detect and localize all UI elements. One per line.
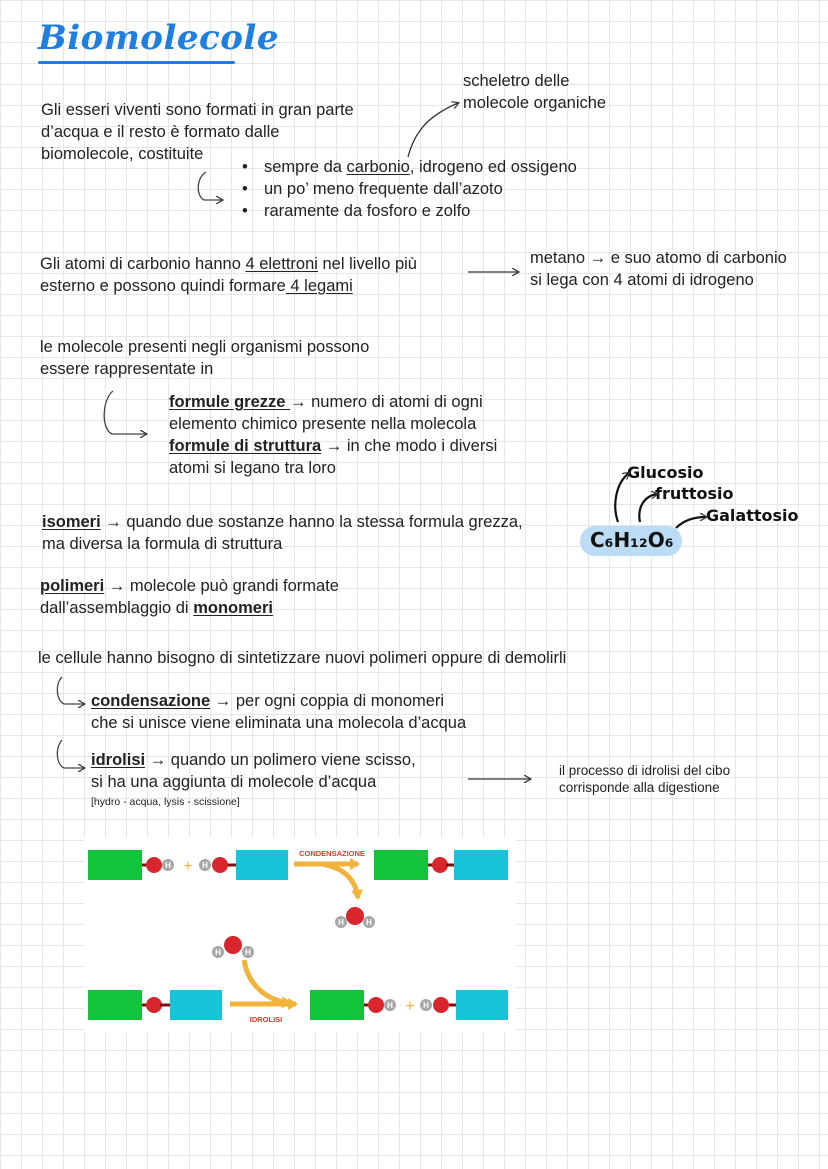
- svg-text:H: H: [366, 918, 372, 927]
- sugar-glucose: Glucosio: [627, 463, 704, 482]
- intro-line: biomolecole, costituite: [41, 145, 204, 163]
- list-item: raramente da fosforo e zolfo: [240, 200, 577, 222]
- oxygen-atom: [432, 857, 448, 873]
- sugar-galactose: Galattosio: [706, 506, 799, 525]
- oxygen-atom: [146, 997, 162, 1013]
- monomer-cyan: [236, 850, 288, 880]
- hydrolysis-term: idrolisi: [91, 751, 146, 769]
- electrons-term: 4 elettroni: [245, 255, 318, 273]
- oxygen-atom: [368, 997, 384, 1013]
- svg-text:H: H: [423, 1001, 429, 1010]
- skeleton-arrow: [407, 103, 458, 158]
- svg-text:H: H: [245, 948, 251, 957]
- monomers-term: monomeri: [193, 599, 273, 617]
- monomer-green: [374, 850, 428, 880]
- monomer-green: [88, 850, 142, 880]
- svg-text:H: H: [338, 918, 344, 927]
- monomer-cyan: [456, 990, 508, 1020]
- monomer-cyan: [454, 850, 508, 880]
- galactose-arrow: [675, 517, 706, 529]
- isomers-term: isomeri: [42, 513, 101, 531]
- intro-line: d’acqua e il resto è formato dalle: [41, 123, 280, 141]
- oxygen-atom: [346, 907, 364, 925]
- methane-note: metano → e suo atomo di carbonio si lega…: [530, 249, 787, 289]
- oxygen-atom: [224, 936, 242, 954]
- svg-text:+: +: [183, 858, 192, 875]
- processes-intro: le cellule hanno bisogno di sintetizzare…: [38, 649, 567, 667]
- svg-text:H: H: [387, 1001, 393, 1010]
- hydrogen-atom: [162, 859, 174, 871]
- hydrogen-atom: [363, 916, 375, 928]
- sugar-fructose: fruttosio: [655, 484, 734, 503]
- element-list: sempre da carbonio, idrogeno ed ossigeno…: [240, 156, 577, 222]
- hydrogen-atom: [212, 946, 224, 958]
- bonds-term: 4 legami: [285, 277, 353, 295]
- note-line: molecole organiche: [463, 94, 607, 112]
- condensation-bracket-arrow: [56, 676, 84, 704]
- polymers-term: polimeri: [40, 577, 105, 595]
- svg-text:H: H: [202, 861, 208, 870]
- hydrolysis-bracket-arrow: [56, 739, 84, 768]
- glucose-formula: C₆H₁₂O₆: [590, 528, 674, 552]
- svg-text:H: H: [215, 948, 221, 957]
- condensation-text: condensazione → per ogni coppia di monom…: [91, 692, 467, 732]
- hydrolysis-label: IDROLISI: [250, 1015, 283, 1024]
- formulas-intro: le molecole presenti negli organismi pos…: [40, 338, 370, 378]
- title-underline: [38, 61, 235, 64]
- hydrogen-atom: [335, 916, 347, 928]
- condensation-label: CONDENSAZIONE: [299, 849, 365, 858]
- hydrogen-atom: [199, 859, 211, 871]
- hydrogen-atom: [384, 999, 396, 1011]
- formulas-bracket-arrow: [103, 390, 146, 434]
- polymers-text: polimeri → molecole può grandi formate d…: [40, 577, 339, 617]
- intro-line: Gli esseri viventi sono formati in gran …: [41, 101, 354, 119]
- note-line: scheletro delle: [463, 72, 570, 90]
- etymology-note: [hydro - acqua, lysis - scissione]: [91, 796, 240, 808]
- raw-formula-term: formule grezze: [169, 393, 291, 411]
- monomer-green: [310, 990, 364, 1020]
- svg-text:+: +: [405, 998, 414, 1015]
- hydrogen-atom: [242, 946, 254, 958]
- hydrogen-atom: [420, 999, 432, 1011]
- isomers-text: isomeri → quando due sostanze hanno la s…: [42, 513, 523, 553]
- formulas-list: formule grezze → numero di atomi di ogni…: [169, 393, 498, 477]
- oxygen-atom: [146, 857, 162, 873]
- list-item: sempre da carbonio, idrogeno ed ossigeno: [240, 156, 577, 178]
- carbon-term: carbonio: [346, 158, 410, 176]
- hydrolysis-text: idrolisi → quando un polimero viene scis…: [91, 751, 416, 791]
- svg-text:H: H: [165, 861, 171, 870]
- page-title: Biomolecole: [38, 18, 279, 58]
- formula-highlight: [580, 526, 682, 556]
- list-item: un po’ meno frequente dall’azoto: [240, 178, 577, 200]
- condensation-term: condensazione: [91, 692, 211, 710]
- reaction-diagram: H + H CONDENSAZIONE H H H H IDROLISI H +…: [84, 838, 516, 1033]
- monomer-green: [88, 990, 142, 1020]
- skeleton-note: scheletro delle molecole organiche: [463, 70, 606, 114]
- structural-formula-term: formule di struttura: [169, 437, 322, 455]
- oxygen-atom: [433, 997, 449, 1013]
- list-bracket-arrow: [197, 171, 222, 200]
- monomer-cyan: [170, 990, 222, 1020]
- oxygen-atom: [212, 857, 228, 873]
- intro-text: Gli esseri viventi sono formati in gran …: [41, 99, 354, 165]
- carbon-text: Gli atomi di carbonio hanno 4 elettroni …: [40, 255, 417, 295]
- digestion-note: il processo di idrolisi del cibo corrisp…: [559, 763, 731, 795]
